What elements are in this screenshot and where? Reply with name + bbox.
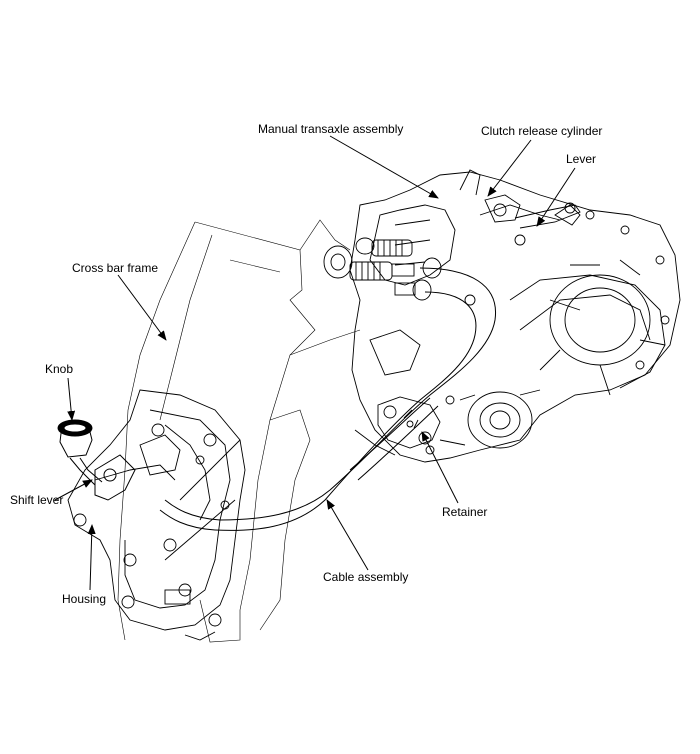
retainer-drawing [377,396,441,449]
label-shift-lever: Shift lever [10,493,64,507]
arrow-manual-transaxle [329,135,439,199]
cable-routing-drawing [159,267,497,531]
label-manual-transaxle-assembly: Manual transaxle assembly [258,122,404,136]
arrow-shift-lever [54,479,93,501]
arrow-clutch-release-cylinder [487,139,532,197]
label-lever: Lever [566,152,597,166]
arrow-lever [536,167,576,227]
transaxle-housing-drawing [349,169,681,463]
cable-connector-drawing [323,237,442,301]
arrow-retainer [421,431,459,504]
label-housing: Housing [62,592,107,606]
label-cross-bar-frame: Cross bar frame [72,261,159,275]
shift-lever-knob-drawing [57,419,136,501]
label-knob: Knob [45,362,74,376]
arrow-housing [87,524,96,591]
arrow-cable-assembly [326,499,369,571]
label-cable-assembly: Cable assembly [323,570,409,584]
cross-bar-frame-drawing [117,219,361,643]
shifter-housing-drawing [67,389,246,641]
arrow-knob [67,377,76,421]
leader-arrows [54,135,576,591]
arrow-cross-bar-frame [117,274,167,341]
label-clutch-release-cylinder: Clutch release cylinder [481,124,603,138]
label-retainer: Retainer [442,505,488,519]
